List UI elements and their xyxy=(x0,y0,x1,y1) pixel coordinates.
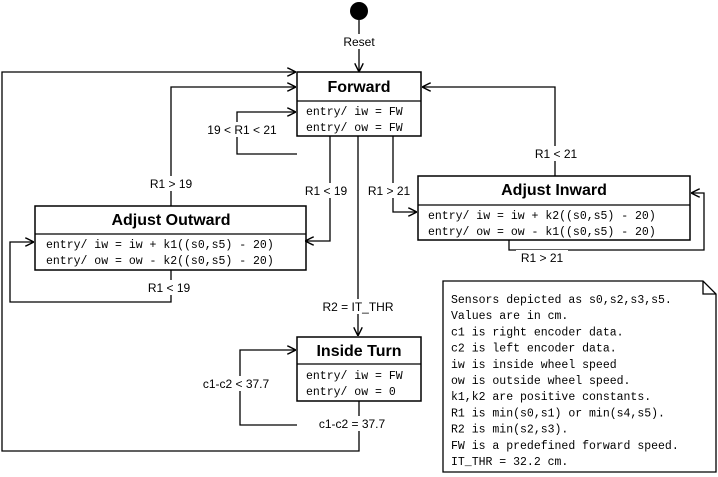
note-line: Sensors depicted as s0,s2,s3,s5. xyxy=(451,294,672,307)
transition-outward-to-forward xyxy=(170,87,295,206)
note-line: R2 is min(s2,s3). xyxy=(451,424,568,437)
note-line: Values are in cm. xyxy=(451,310,568,323)
state-inside-turn-entry-1: entry/ iw = FW xyxy=(306,370,403,383)
transition-forward-to-outward xyxy=(306,136,331,241)
note-line: FW is a predefined forward speed. xyxy=(451,440,679,453)
label-forward-self: 19 < R1 < 21 xyxy=(207,123,277,137)
state-adjust-outward-entry-2: entry/ ow = ow - k2((s0,s5) - 20) xyxy=(46,255,274,268)
state-forward-entry-2: entry/ ow = FW xyxy=(306,122,403,135)
label-turn-to-forward: c1-c2 = 37.7 xyxy=(319,417,386,431)
state-adjust-outward: Adjust Outward entry/ iw = iw + k1((s0,s… xyxy=(34,205,307,271)
transition-forward-to-inward xyxy=(392,136,416,212)
svg-text:Sensors depicted as s0,s2,s3,s: Sensors depicted as s0,s2,s3,s5. Values a… xyxy=(451,294,679,469)
reset-label: Reset xyxy=(343,35,375,49)
state-inside-turn-title: Inside Turn xyxy=(316,343,401,360)
state-adjust-outward-entry-1: entry/ iw = iw + k1((s0,s5) - 20) xyxy=(46,239,274,252)
note-line: k1,k2 are positive constants. xyxy=(451,391,651,404)
transition-inward-to-forward xyxy=(423,87,556,176)
label-turn-self: c1-c2 < 37.7 xyxy=(203,377,270,391)
label-outward-to-forward: R1 > 19 xyxy=(150,177,193,191)
label-inward-to-forward: R1 < 21 xyxy=(535,147,578,161)
transition-turn-to-forward xyxy=(1,72,360,452)
state-adjust-inward: Adjust Inward entry/ iw = iw + k2((s0,s5… xyxy=(417,175,691,241)
note-box: Sensors depicted as s0,s2,s3,s5. Values a… xyxy=(442,280,717,473)
state-adjust-inward-entry-2: entry/ ow = ow - k1((s0,s5) - 20) xyxy=(428,226,656,239)
label-inward-self: R1 > 21 xyxy=(521,251,564,265)
initial-node xyxy=(350,2,368,20)
label-outward-self: R1 < 19 xyxy=(148,281,191,295)
state-adjust-outward-title: Adjust Outward xyxy=(111,212,230,229)
note-line: R1 is min(s0,s1) or min(s4,s5). xyxy=(451,407,665,420)
label-forward-to-turn: R2 = IT_THR xyxy=(322,300,393,314)
label-forward-to-outward: R1 < 19 xyxy=(305,184,348,198)
note-line: ow is outside wheel speed. xyxy=(451,375,630,388)
state-forward-title: Forward xyxy=(327,79,390,96)
transition-inward-self xyxy=(508,193,705,251)
state-adjust-inward-title: Adjust Inward xyxy=(501,182,607,199)
label-forward-to-inward: R1 > 21 xyxy=(368,184,411,198)
note-line: c1 is right encoder data. xyxy=(451,326,624,339)
note-line: c2 is left encoder data. xyxy=(451,343,617,356)
state-forward: Forward entry/ iw = FW entry/ ow = FW xyxy=(296,71,422,137)
note-line: IT_THR = 32.2 cm. xyxy=(451,456,568,469)
state-inside-turn: Inside Turn entry/ iw = FW entry/ ow = 0 xyxy=(296,336,422,402)
state-forward-entry-1: entry/ iw = FW xyxy=(306,106,403,119)
note-line: iw is inside wheel speed xyxy=(451,359,617,372)
state-inside-turn-entry-2: entry/ ow = 0 xyxy=(306,386,396,399)
state-adjust-inward-entry-1: entry/ iw = iw + k2((s0,s5) - 20) xyxy=(428,210,656,223)
